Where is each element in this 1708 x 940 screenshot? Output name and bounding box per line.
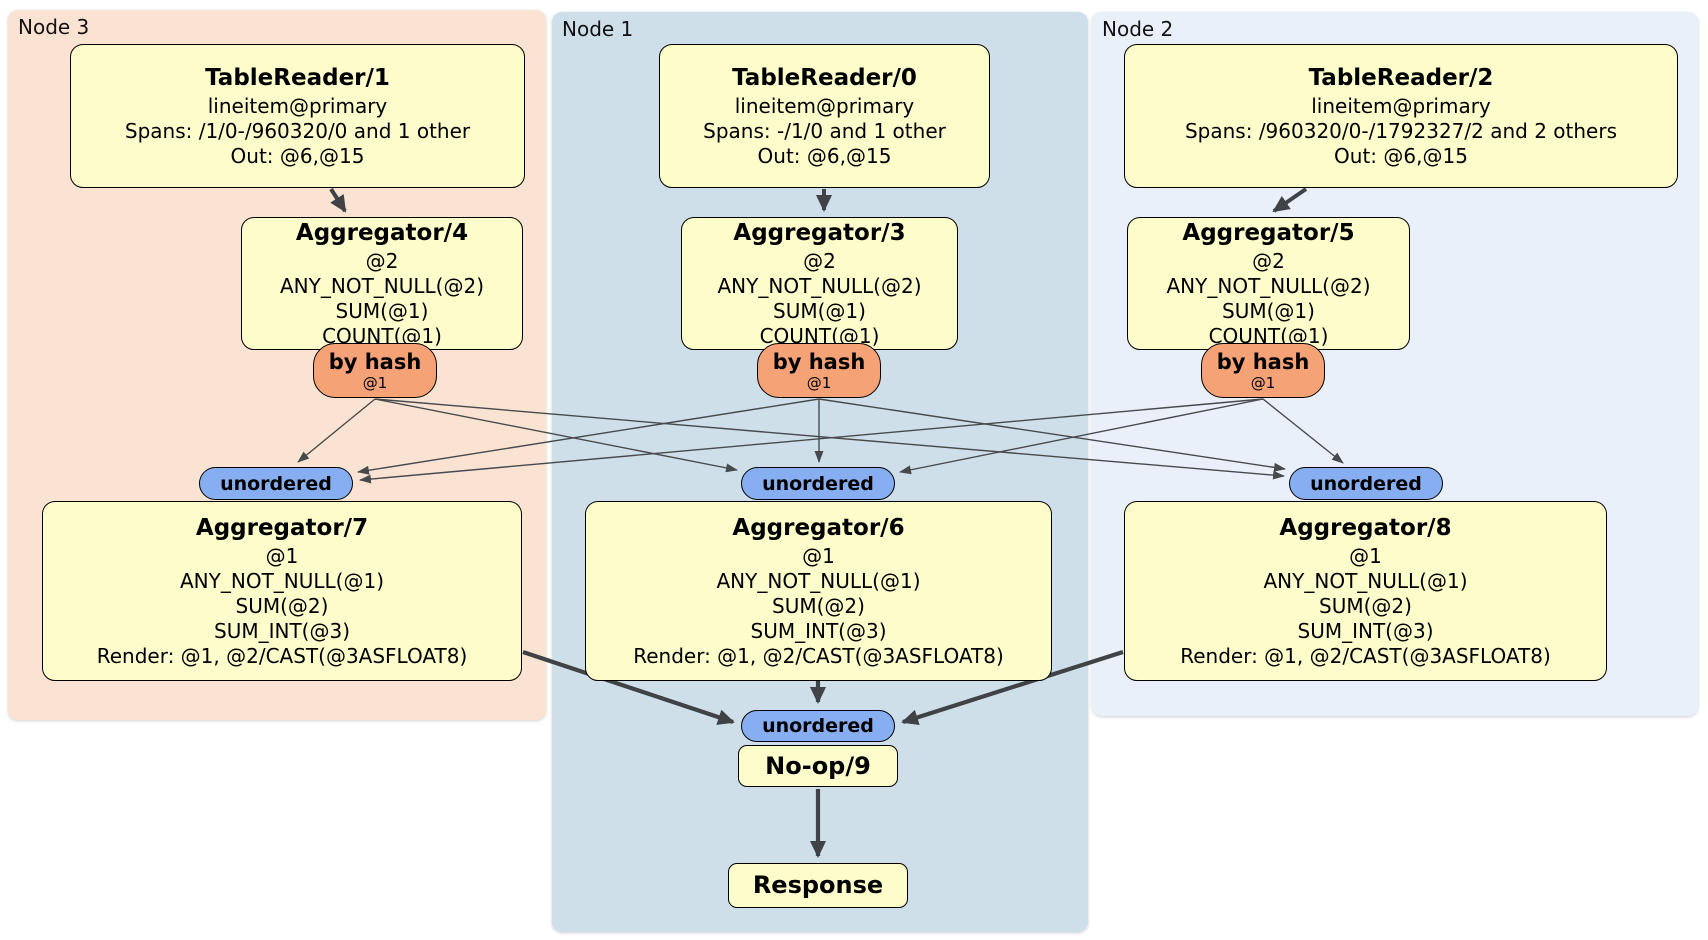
node-tablereader-2: TableReader/2 lineitem@primary Spans: /9… — [1124, 44, 1678, 188]
node-detail: @1 — [802, 544, 835, 568]
sync-unordered-node2: unordered — [1289, 467, 1443, 500]
node-detail: Render: @1, @2/CAST(@3ASFLOAT8) — [96, 644, 468, 668]
node-title: Aggregator/4 — [295, 220, 469, 246]
node-detail: @1 — [265, 544, 299, 568]
node-detail: Render: @1, @2/CAST(@3ASFLOAT8) — [633, 644, 1004, 668]
node-title: TableReader/0 — [732, 65, 917, 91]
node-detail: ANY_NOT_NULL(@1) — [180, 569, 384, 593]
node-detail: @1 — [1349, 544, 1382, 568]
edge-byhash2-sync1 — [899, 398, 1264, 475]
sync-unordered-node3: unordered — [199, 467, 353, 500]
node-title: Response — [752, 871, 884, 899]
router-by-hash-node2: by hash @1 — [1201, 343, 1325, 398]
node-title: TableReader/1 — [205, 65, 390, 91]
node-detail: Spans: /1/0-/960320/0 and 1 other — [124, 119, 471, 143]
node-detail: ANY_NOT_NULL(@2) — [280, 274, 484, 298]
router-label: by hash — [328, 349, 422, 374]
node-aggregator-6: Aggregator/6 @1 ANY_NOT_NULL(@1) SUM(@2)… — [585, 501, 1052, 681]
edge-byhash2-sync2 — [1262, 398, 1344, 464]
edge-agg8-syncfinal — [901, 649, 1124, 726]
node-detail: ANY_NOT_NULL(@2) — [717, 274, 922, 298]
sync-unordered-final: unordered — [741, 710, 895, 742]
node-detail: SUM(@2) — [235, 594, 329, 618]
node-detail: SUM_INT(@3) — [214, 619, 350, 643]
edge-byhash1-sync3 — [357, 398, 820, 475]
node-detail: @2 — [1252, 249, 1285, 273]
node-detail: @2 — [803, 249, 836, 273]
edge-agg7-syncfinal — [522, 650, 735, 725]
node-detail: ANY_NOT_NULL(@1) — [716, 569, 921, 593]
region-label: Node 3 — [18, 15, 90, 39]
router-key: @1 — [362, 373, 388, 392]
edge-byhash1-sync2 — [818, 398, 1286, 472]
sync-label: unordered — [1310, 472, 1422, 495]
router-label: by hash — [1216, 349, 1310, 374]
node-detail: Out: @6,@15 — [757, 144, 892, 168]
node-detail: SUM(@2) — [772, 594, 865, 618]
router-by-hash-node1: by hash @1 — [757, 343, 881, 398]
node-response: Response — [728, 863, 908, 908]
node-detail: SUM(@1) — [773, 299, 866, 323]
node-detail: lineitem@primary — [1311, 94, 1491, 118]
node-aggregator-5: Aggregator/5 @2 ANY_NOT_NULL(@2) SUM(@1)… — [1127, 217, 1410, 350]
router-by-hash-node3: by hash @1 — [313, 343, 437, 398]
node-detail: lineitem@primary — [207, 94, 388, 118]
node-title: Aggregator/5 — [1182, 220, 1355, 246]
sync-label: unordered — [220, 472, 332, 495]
node-aggregator-3: Aggregator/3 @2 ANY_NOT_NULL(@2) SUM(@1)… — [681, 217, 958, 350]
node-detail: lineitem@primary — [734, 94, 915, 118]
router-key: @1 — [1250, 373, 1276, 392]
node-detail: Render: @1, @2/CAST(@3ASFLOAT8) — [1180, 644, 1551, 668]
node-detail: SUM(@1) — [335, 299, 429, 323]
node-title: No-op/9 — [765, 752, 871, 780]
edge-byhash3-sync3 — [297, 398, 376, 463]
node-detail: SUM(@2) — [1319, 594, 1412, 618]
sync-label: unordered — [762, 472, 874, 495]
node-detail: Out: @6,@15 — [230, 144, 365, 168]
node-title: Aggregator/3 — [733, 220, 906, 246]
sync-unordered-node1: unordered — [741, 467, 895, 500]
node-detail: Spans: /960320/0-/1792327/2 and 2 others — [1184, 119, 1617, 143]
node-detail: ANY_NOT_NULL(@1) — [1263, 569, 1468, 593]
region-label: Node 2 — [1102, 17, 1174, 41]
node-aggregator-4: Aggregator/4 @2 ANY_NOT_NULL(@2) SUM(@1)… — [241, 217, 523, 350]
node-detail: @2 — [365, 249, 399, 273]
node-detail: SUM_INT(@3) — [750, 619, 887, 643]
edge-byhash3-sync1 — [374, 398, 738, 473]
node-title: TableReader/2 — [1308, 65, 1494, 91]
node-tablereader-0: TableReader/0 lineitem@primary Spans: -/… — [659, 44, 990, 188]
node-detail: Spans: -/1/0 and 1 other — [703, 119, 946, 143]
node-detail: Out: @6,@15 — [1334, 144, 1468, 168]
edge-tr2-agg5 — [1272, 187, 1308, 213]
sync-label: unordered — [762, 715, 874, 737]
node-aggregator-8: Aggregator/8 @1 ANY_NOT_NULL(@1) SUM(@2)… — [1124, 501, 1607, 681]
node-title: Aggregator/6 — [732, 515, 905, 541]
region-label: Node 1 — [562, 17, 634, 41]
node-detail: SUM(@1) — [1222, 299, 1315, 323]
node-detail: ANY_NOT_NULL(@2) — [1166, 274, 1371, 298]
node-tablereader-1: TableReader/1 lineitem@primary Spans: /1… — [70, 44, 525, 188]
router-label: by hash — [772, 349, 866, 374]
node-title: Aggregator/7 — [195, 515, 369, 541]
edge-tr1-agg4 — [329, 187, 347, 213]
node-detail: SUM_INT(@3) — [1297, 619, 1434, 643]
node-title: Aggregator/8 — [1279, 515, 1452, 541]
node-noop-9: No-op/9 — [738, 745, 898, 787]
edge-byhash2-sync3 — [359, 398, 1264, 484]
router-key: @1 — [806, 373, 832, 392]
node-aggregator-7: Aggregator/7 @1 ANY_NOT_NULL(@1) SUM(@2)… — [42, 501, 522, 681]
